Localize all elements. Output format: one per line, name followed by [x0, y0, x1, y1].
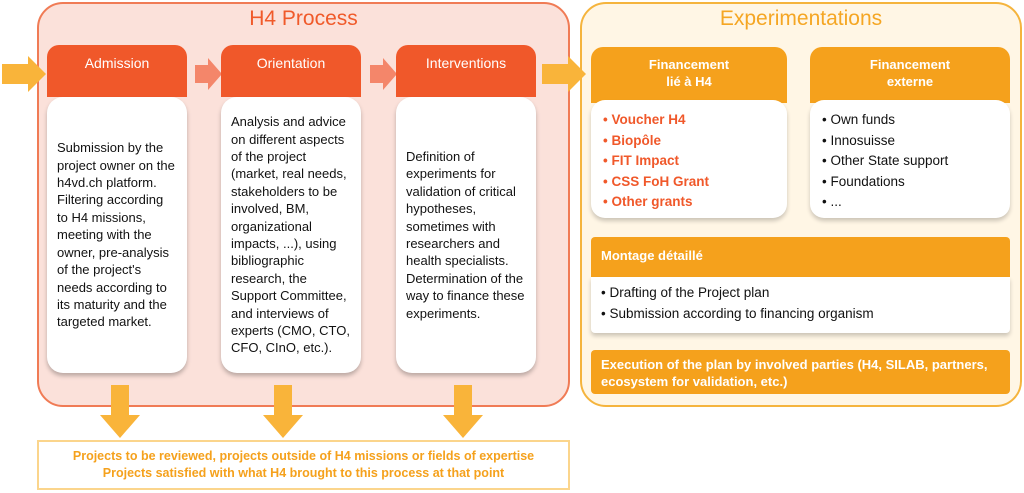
financement-externe-title-line2: externe: [886, 74, 934, 89]
montage-item: Submission according to financing organi…: [601, 304, 1000, 325]
admission-text: Submission by the project owner on the h…: [57, 140, 175, 330]
financement-externe-header: Financement externe: [810, 47, 1010, 103]
execution-box: Execution of the plan by involved partie…: [591, 350, 1010, 394]
financement-h4-item: CSS FoH Grant: [603, 172, 775, 193]
financement-h4-item: FIT Impact: [603, 151, 775, 172]
arrow-orientation-interventions: [370, 58, 397, 90]
down-arrow-admission: [100, 385, 140, 438]
financement-externe-list: Own funds Innosuisse Other State support…: [822, 110, 998, 213]
admission-card: Submission by the project owner on the h…: [47, 97, 187, 373]
financement-h4-item: Voucher H4: [603, 110, 775, 131]
financement-externe-item: ...: [822, 192, 998, 213]
orientation-card: Analysis and advice on different aspects…: [221, 97, 361, 373]
outcome-line-2: Projects satisfied with what H4 brought …: [102, 466, 505, 480]
interventions-header: Interventions: [396, 45, 536, 97]
arrow-to-experimentations: [542, 56, 586, 92]
financement-externe-item: Own funds: [822, 110, 998, 131]
entry-arrow: [2, 56, 46, 92]
down-arrow-interventions: [443, 385, 483, 438]
financement-h4-header: Financement lié à H4: [591, 47, 787, 103]
montage-list: Drafting of the Project plan Submission …: [601, 283, 1000, 324]
financement-h4-list: Voucher H4 Biopôle FIT Impact CSS FoH Gr…: [603, 110, 775, 213]
financement-h4-title-line1: Financement: [648, 57, 730, 72]
financement-externe-title-line1: Financement: [869, 57, 951, 72]
down-arrow-orientation: [263, 385, 303, 438]
interventions-card: Definition of experiments for validation…: [396, 97, 536, 373]
financement-h4-title-line2: lié à H4: [666, 74, 712, 89]
h4-process-title: H4 Process: [249, 7, 358, 30]
financement-h4-item: Biopôle: [603, 131, 775, 152]
montage-header: Montage détaillé: [591, 237, 1010, 277]
montage-item: Drafting of the Project plan: [601, 283, 1000, 304]
admission-header: Admission: [47, 45, 187, 97]
montage-card: Drafting of the Project plan Submission …: [591, 277, 1010, 333]
orientation-text: Analysis and advice on different aspects…: [231, 114, 350, 356]
experimentations-title: Experimentations: [719, 7, 883, 30]
financement-externe-item: Innosuisse: [822, 131, 998, 152]
financement-externe-item: Other State support: [822, 151, 998, 172]
orientation-header: Orientation: [221, 45, 361, 97]
financement-externe-item: Foundations: [822, 172, 998, 193]
financement-externe-card: Own funds Innosuisse Other State support…: [810, 100, 1010, 218]
outcome-line-1: Projects to be reviewed, projects outsid…: [72, 449, 535, 463]
financement-h4-card: Voucher H4 Biopôle FIT Impact CSS FoH Gr…: [591, 100, 787, 218]
arrow-admission-orientation: [195, 58, 222, 90]
outcome-box: Projects to be reviewed, projects outsid…: [37, 440, 570, 490]
financement-h4-item: Other grants: [603, 192, 775, 213]
interventions-text: Definition of experiments for validation…: [406, 148, 525, 321]
